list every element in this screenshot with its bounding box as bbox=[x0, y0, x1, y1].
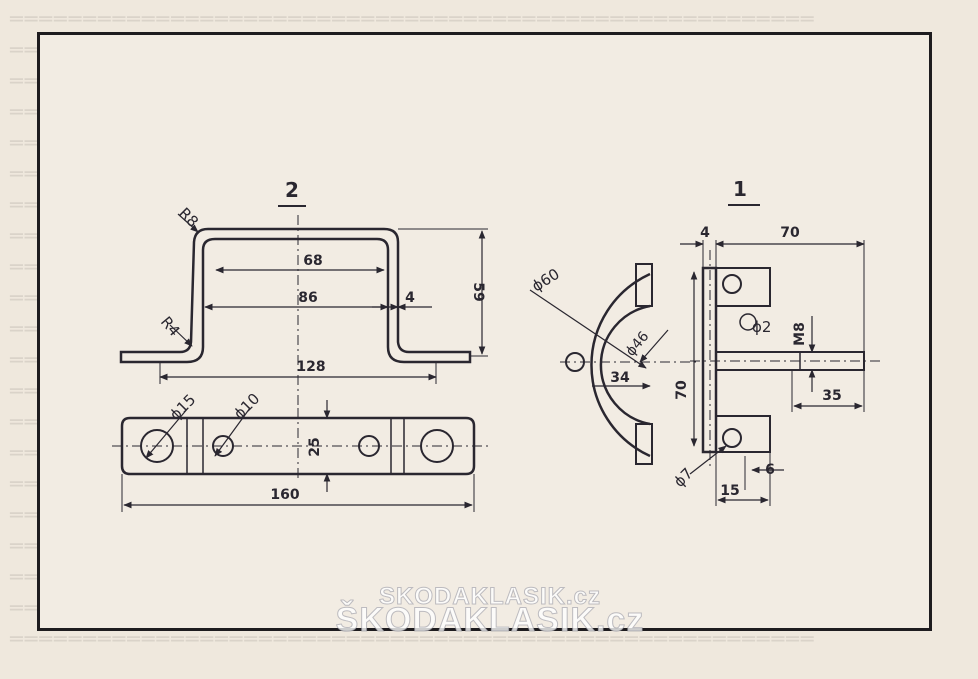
dim-25-label: 25 bbox=[307, 437, 323, 456]
phi2-circle bbox=[739, 313, 757, 331]
bracket-profile-outer bbox=[119, 227, 472, 364]
view-1-front: 1 4 70 ϕ60 ϕ46 bbox=[529, 177, 880, 506]
dim-35-label: 35 bbox=[822, 388, 841, 404]
r8-label: R8 bbox=[175, 204, 202, 231]
lug-hole-bottom bbox=[722, 428, 742, 448]
view-2-plan: ϕ15 ϕ10 25 160 bbox=[112, 390, 490, 512]
phi15-leader bbox=[145, 407, 189, 459]
watermark: SKODAKLASIK.cz ŠKODAKLASIK.cz bbox=[195, 583, 785, 643]
front-plate-bottom-lug bbox=[716, 415, 771, 453]
r4-label: R4 bbox=[157, 313, 184, 340]
dim-70-vert-label: 70 bbox=[674, 380, 690, 400]
view-2-number: 2 bbox=[285, 178, 299, 202]
arc-phi60 bbox=[590, 272, 651, 458]
m8-label: M8 bbox=[792, 322, 808, 346]
dim-4-top-label: 4 bbox=[405, 290, 415, 306]
phi7-label: ϕ7 bbox=[670, 464, 696, 490]
tab-bottom bbox=[635, 423, 653, 465]
phi60-leader bbox=[529, 289, 647, 369]
dim-128-label: 128 bbox=[296, 359, 325, 375]
phi7-leader bbox=[689, 445, 727, 475]
arc-phi46 bbox=[599, 304, 651, 426]
dim-4-front-label: 4 bbox=[700, 225, 710, 241]
watermark-small: SKODAKLASIK.cz bbox=[378, 583, 602, 611]
dim-59-label: 59 bbox=[470, 282, 486, 301]
dim-34-label: 34 bbox=[610, 370, 630, 386]
lug-hole-top bbox=[722, 274, 742, 294]
phi2-label: ϕ2 bbox=[752, 318, 771, 336]
r4-leader bbox=[169, 324, 193, 347]
dim-86-label: 86 bbox=[298, 290, 317, 306]
watermark-big: ŠKODAKLASIK.cz bbox=[335, 601, 645, 640]
dim-70-top-label: 70 bbox=[780, 225, 800, 241]
front-plate-top-lug bbox=[716, 267, 771, 307]
r8-leader bbox=[177, 213, 199, 233]
view-2-side: 2 R8 R4 68 86 4 59 128 bbox=[119, 178, 488, 408]
view-1-number: 1 bbox=[733, 177, 747, 201]
plate-outline bbox=[120, 416, 476, 476]
dim-68-label: 68 bbox=[303, 253, 322, 269]
dim-15-label: 15 bbox=[720, 483, 739, 499]
phi60-label: ϕ60 bbox=[529, 265, 563, 296]
dim-160-label: 160 bbox=[270, 487, 299, 503]
tab-top bbox=[635, 263, 653, 307]
phi10-leader bbox=[214, 407, 251, 457]
phi46-leader bbox=[639, 329, 669, 363]
